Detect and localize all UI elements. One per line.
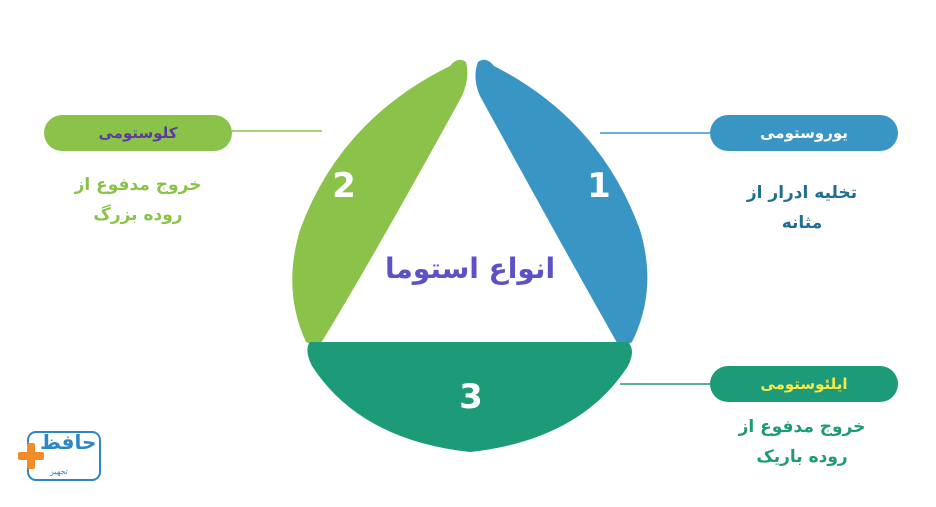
label-pill-colostomy: کلوستومی — [44, 115, 232, 151]
label-pill-ileostomy: ایلئوستومی — [710, 366, 898, 402]
segment-3-number: 3 — [459, 377, 483, 417]
label-colostomy: کلوستومی — [98, 124, 178, 142]
brand-logo — [18, 431, 101, 481]
description-colostomy-line1: خروج مدفوع از — [74, 175, 202, 195]
logo-text: حافظ — [40, 430, 97, 454]
description-colostomy: خروج مدفوع از روده بزرگ — [48, 170, 228, 230]
segment-2-number: 2 — [332, 166, 356, 206]
label-ileostomy: ایلئوستومی — [760, 375, 848, 393]
description-ileostomy-line1: خروج مدفوع از — [738, 417, 866, 437]
description-urostomy-line2: مثانه — [781, 213, 823, 233]
label-pill-urostomy: یوروستومی — [710, 115, 898, 151]
description-urostomy: تخلیه ادرار از مثانه — [712, 178, 892, 238]
logo-subtext: تجهیز — [50, 467, 68, 476]
description-colostomy-line2: روده بزرگ — [93, 205, 183, 225]
segment-1-shape — [475, 59, 648, 348]
label-urostomy: یوروستومی — [760, 124, 848, 142]
center-title: انواع استوما — [384, 252, 556, 285]
description-urostomy-line1: تخلیه ادرار از — [746, 183, 858, 203]
segment-2-shape — [292, 59, 468, 348]
description-ileostomy-line2: روده باریک — [756, 447, 848, 467]
description-ileostomy: خروج مدفوع از روده باریک — [712, 412, 892, 472]
segment-3-shape — [307, 342, 632, 452]
segment-1-number: 1 — [587, 166, 611, 206]
